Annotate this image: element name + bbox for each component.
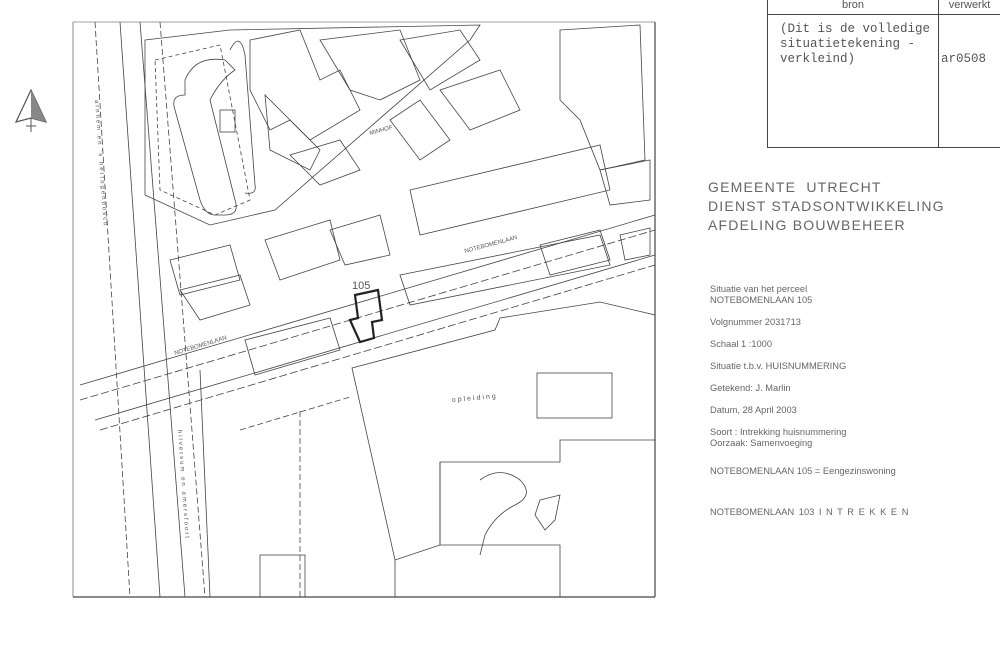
verwerkt-value: ar0508 <box>941 52 987 66</box>
schaal: Schaal 1 :1000 <box>710 339 773 349</box>
getekend: Getekend: J. Marlin <box>710 383 791 393</box>
header-verwerkt: verwerkt <box>938 0 1000 15</box>
situatie-line-1: Situatie van het perceel <box>710 284 808 294</box>
organization-block: GEMEENTE UTRECHT DIENST STADSONTWIKKELIN… <box>708 178 945 235</box>
parcel-105 <box>348 288 384 344</box>
situation-map: MINHOF NOTEBOMENLAAN NOTEBOMENLAAN 105 o… <box>72 21 656 598</box>
street-label-notebomenlaan-2: NOTEBOMENLAAN <box>464 235 518 255</box>
rail-label-2: hilversum en amersfoort <box>176 430 190 541</box>
bron-line-1: (Dit is de volledige <box>780 22 931 36</box>
soort: Soort : Intrekking huisnummering <box>710 427 847 437</box>
doel: Situatie t.b.v. HUISNUMMERING <box>710 361 847 371</box>
building-label: opleiding <box>452 393 498 404</box>
bron-line-2: situatietekening - <box>780 37 916 51</box>
org-line-3: AFDELING BOUWBEHEER <box>708 217 906 233</box>
large-building <box>351 301 656 561</box>
bestemming: NOTEBOMENLAAN 105 = Eengezinswoning <box>710 466 896 476</box>
source-table: bron verwerkt (Dit is de volledige situa… <box>767 0 1000 148</box>
datum: Datum, 28 April 2003 <box>710 405 797 415</box>
org-line-1: GEMEENTE UTRECHT <box>708 179 882 195</box>
bron-line-3: verkleind) <box>780 52 856 66</box>
parcel-number-label: 105 <box>352 280 370 292</box>
details-block: Situatie van het perceel NOTEBOMENLAAN 1… <box>710 284 908 518</box>
rail-label-1: arnhem en 's hertogenbosch <box>93 100 108 228</box>
situatie-line-2: NOTEBOMENLAAN 105 <box>710 295 813 305</box>
volgnummer: Volgnummer 2031713 <box>710 317 801 327</box>
intrekken: NOTEBOMENLAAN 103 I N T R E K K E N <box>710 507 909 517</box>
north-arrow-icon <box>14 88 48 132</box>
street-label-notebomenlaan: NOTEBOMENLAAN <box>174 335 228 357</box>
minhof-label: MINHOF <box>369 125 394 137</box>
header-bron: bron <box>768 0 938 15</box>
inner-rectangle <box>536 372 613 419</box>
oorzaak: Oorzaak: Samenvoeging <box>710 438 813 448</box>
org-line-2: DIENST STADSONTWIKKELING <box>708 198 945 214</box>
